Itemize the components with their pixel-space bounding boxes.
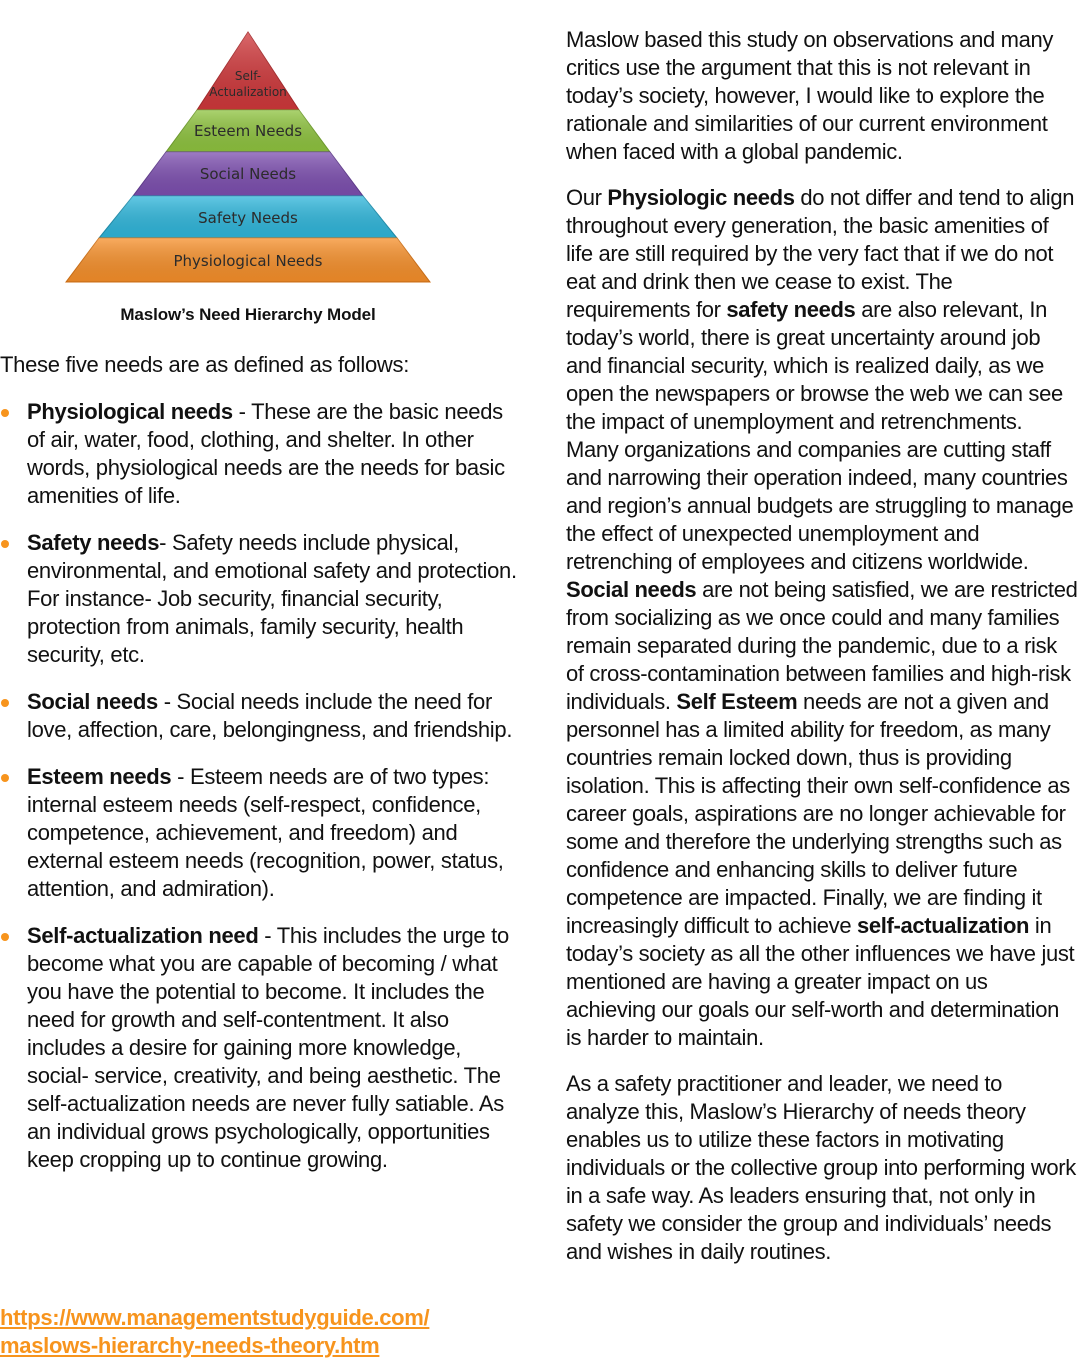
paragraph-conclusion: As a safety practitioner and leader, we … <box>566 1071 1076 1264</box>
text-run: are also relevant, In today’s world, the… <box>566 297 1074 574</box>
bold-self-esteem: Self Esteem <box>676 689 798 714</box>
text-run: do not differ and tend to align througho… <box>566 185 1075 322</box>
bullet-text: - Safety needs include physical, environ… <box>27 530 517 667</box>
bullet-dot-icon <box>1 699 9 707</box>
needs-list: Physiological needs - These are the basi… <box>0 398 520 1193</box>
source-link[interactable]: https://www.managementstudyguide.com/ ma… <box>0 1304 430 1360</box>
pyramid-label-self-1: Self- <box>235 69 261 83</box>
bold-self-actualization: self-actualization <box>856 913 1030 938</box>
bullet-dot-icon <box>1 933 9 941</box>
bold-social-needs: Social needs <box>566 577 697 602</box>
pyramid-label-self-2: Actualization <box>209 85 287 99</box>
pyramid-diagram: Self- Actualization Esteem Needs Social … <box>65 31 431 283</box>
bullet-title: Self-actualization need <box>27 923 259 948</box>
bullet-text: - Social needs include the need for love… <box>27 689 513 742</box>
bullet-text: - This includes the urge to become what … <box>27 923 509 1172</box>
pyramid-label-esteem: Esteem Needs <box>194 122 302 140</box>
right-column: Maslow based this study on observations … <box>566 26 1078 1284</box>
text-run: Our <box>566 185 608 210</box>
bullet-text: - Esteem needs are of two types: interna… <box>27 764 504 901</box>
pyramid-label-physiological: Physiological Needs <box>173 252 322 270</box>
bullet-dot-icon <box>1 774 9 782</box>
source-link-line2[interactable]: maslows-hierarchy-needs-theory.htm <box>0 1333 380 1358</box>
pyramid-label-social: Social Needs <box>200 165 296 183</box>
maslow-pyramid-figure: Self- Actualization Esteem Needs Social … <box>60 28 440 290</box>
bullet-title: Social needs <box>27 689 158 714</box>
bullet-dot-icon <box>1 540 9 548</box>
figure-caption: Maslow’s Need Hierarchy Model <box>120 305 376 324</box>
intro-text: These five needs are as defined as follo… <box>0 352 410 377</box>
bullet-dot-icon <box>1 409 9 417</box>
bullet-title: Safety needs <box>27 530 160 555</box>
list-item-self-actualization: Self-actualization need - This includes … <box>0 922 520 1174</box>
source-link-line1[interactable]: https://www.managementstudyguide.com/ <box>0 1305 430 1330</box>
bullet-title: Esteem needs <box>27 764 172 789</box>
bullet-text: - These are the basic needs of air, wate… <box>27 399 505 508</box>
paragraph-needs-analysis: Our Physiologic needs do not differ and … <box>566 184 1078 1052</box>
list-item-safety: Safety needs- Safety needs include physi… <box>0 529 520 669</box>
bullet-title: Physiological needs <box>27 399 233 424</box>
list-item-esteem: Esteem needs - Esteem needs are of two t… <box>0 763 520 903</box>
text-run: in today’s society as all the other infl… <box>566 913 1075 1050</box>
bold-safety-needs: safety needs <box>726 297 856 322</box>
text-run: needs are not a given and personnel has … <box>566 689 1070 938</box>
pyramid-label-safety: Safety Needs <box>198 209 298 227</box>
list-item-social: Social needs - Social needs include the … <box>0 688 520 744</box>
list-item-physiological: Physiological needs - These are the basi… <box>0 398 520 510</box>
bold-physiologic-needs: Physiologic needs <box>607 185 795 210</box>
text-run: are not being satisfied, we are restrict… <box>566 577 1078 714</box>
paragraph-intro: Maslow based this study on observations … <box>566 27 1054 164</box>
